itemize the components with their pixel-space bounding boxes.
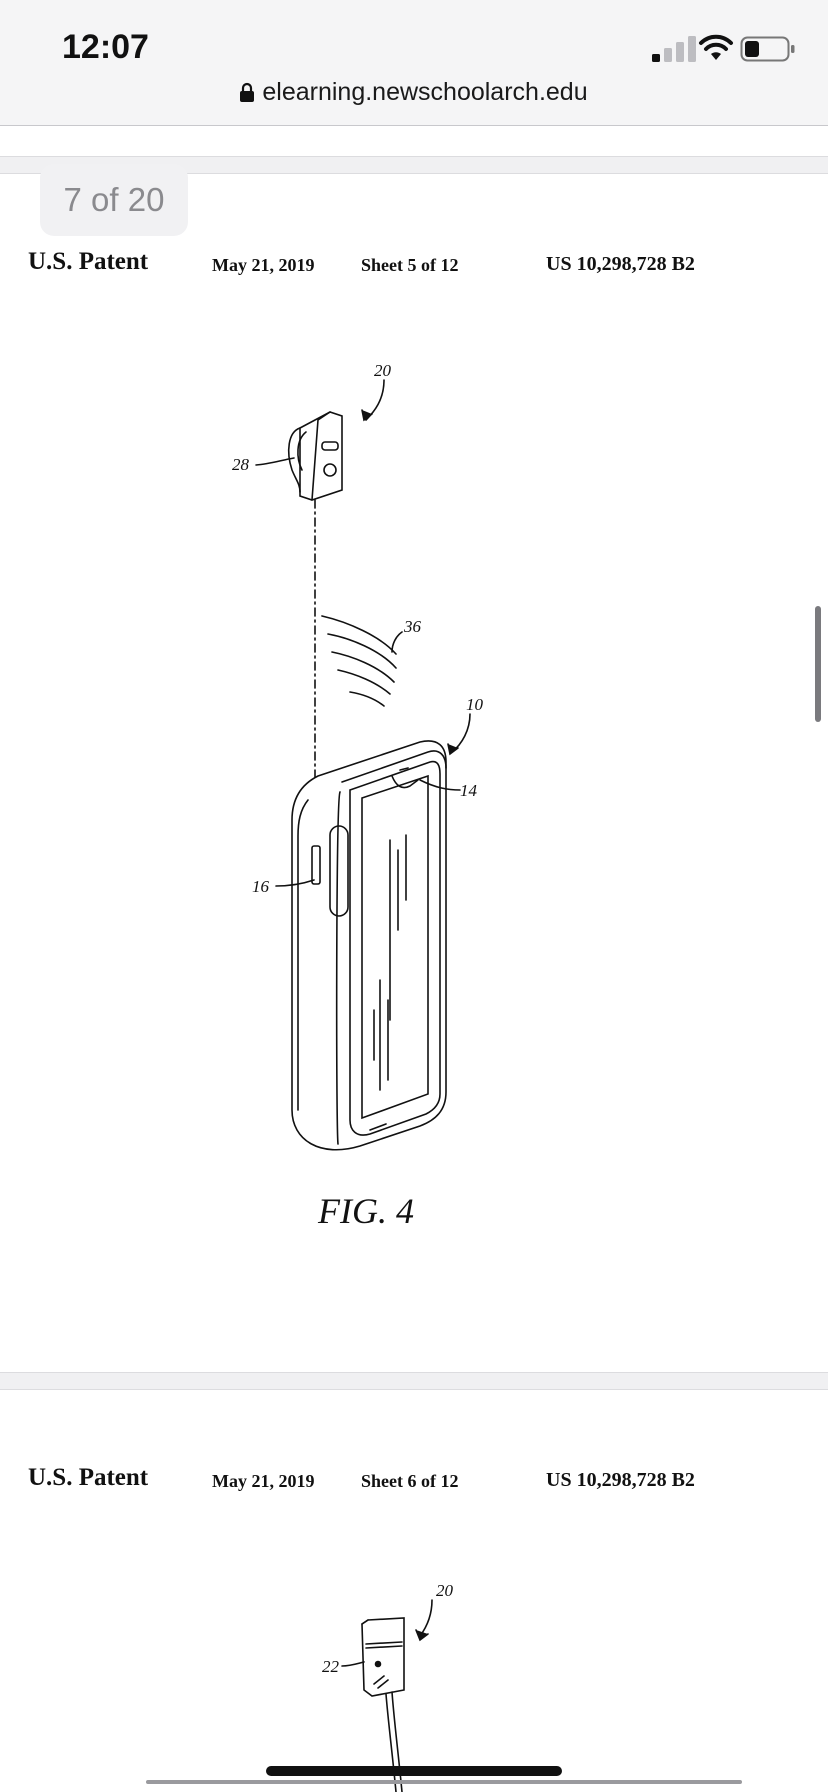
page-indicator: 7 of 20 [40,164,188,236]
address-bar[interactable]: elearning.newschoolarch.edu [0,78,828,112]
url-text: elearning.newschoolarch.edu [262,78,588,106]
wireless-signal-waves [321,615,397,707]
patent-number: US 10,298,728 B2 [546,253,695,275]
figure-labels: 20 22 [322,1581,454,1676]
lock-icon [240,82,255,102]
clip-device-illustration [287,411,343,501]
figure-label: 22 [322,1657,340,1676]
divider [0,125,828,126]
vertical-scrollbar[interactable] [815,606,821,722]
horizontal-scrollbar[interactable] [146,1780,742,1784]
figure-label: 36 [403,617,422,636]
patent-header: U.S. Patent May 21, 2019 Sheet 5 of 12 U… [0,248,828,288]
patent-date: May 21, 2019 [212,1471,315,1491]
figure-label: 28 [232,455,250,474]
figure-label: 20 [374,361,392,380]
patent-title: U.S. Patent [28,1464,149,1491]
patent-figure-4: 20 28 36 10 14 16 [232,361,484,1151]
patent-header: U.S. Patent May 21, 2019 Sheet 6 of 12 U… [0,1464,828,1504]
status-time: 12:07 [62,28,149,66]
patent-number: US 10,298,728 B2 [546,1469,695,1491]
figure-label: 16 [252,877,270,896]
patent-figure-partial: 20 22 [322,1581,454,1792]
figure-caption: FIG. 4 [318,1191,414,1231]
phone-case-illustration [291,740,447,1151]
page-separator [0,1372,828,1390]
status-bar: 12:07 elearning.newschoolarch.edu [0,0,828,126]
page-separator [0,156,828,174]
sensor-device-illustration [361,1617,405,1792]
patent-sheet: Sheet 5 of 12 [361,255,459,275]
patent-title: U.S. Patent [28,248,149,275]
wifi-icon [699,34,733,60]
figure-label: 20 [436,1581,454,1600]
cellular-signal-icon [652,36,696,62]
figure-labels: 20 28 36 10 14 16 [232,361,484,896]
figure-label: 10 [466,695,484,714]
home-indicator[interactable] [266,1766,562,1776]
figure-label: 14 [460,781,478,800]
patent-sheet: Sheet 6 of 12 [361,1471,459,1491]
patent-date: May 21, 2019 [212,255,315,275]
battery-icon [740,36,795,62]
